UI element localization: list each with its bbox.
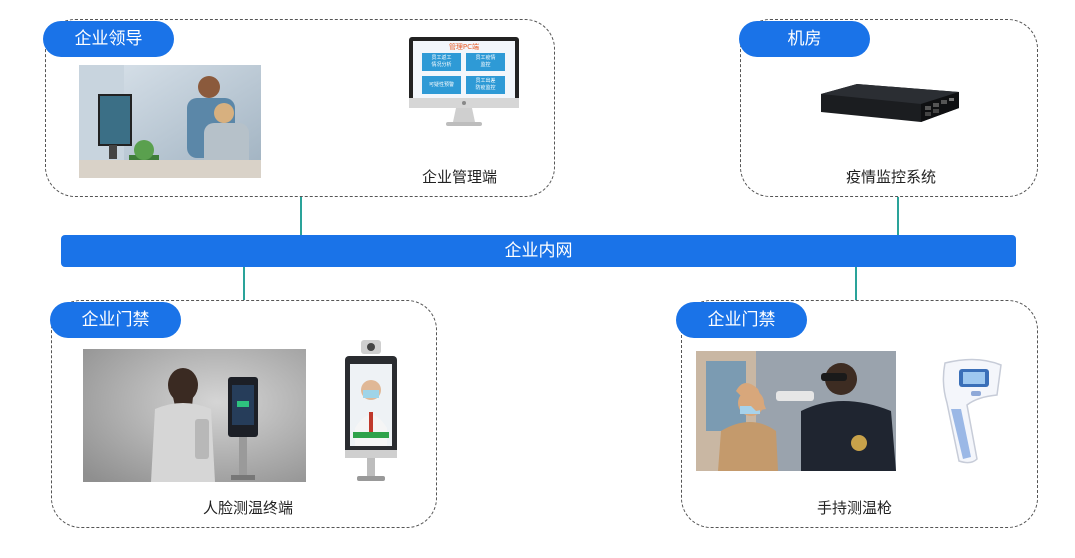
monitor-tile-3: 可疑性预警 [428,82,454,88]
caption-management-client: 企业管理端 [422,168,498,186]
tag-machine-room: 机房 [739,21,870,57]
face-terminal-scene-photo [83,349,306,482]
monitor-tile-1: 员工返工 情况分析 [431,55,452,68]
management-pc-monitor: 管理PC端 员工返工 情况分析 员工疫情 监控 可疑性预警 员工出差 防疫监控 [408,36,520,128]
monitor-tile-4: 员工出差 防疫监控 [475,78,496,91]
server-rack-image [817,82,961,130]
tag-access-right: 企业门禁 [676,302,807,338]
intranet-bar: 企业内网 [61,235,1016,267]
handheld-thermometer-gun [937,353,1007,469]
connector-leadership [300,197,302,235]
monitor-title: 管理PC端 [448,43,480,51]
tag-leadership: 企业领导 [43,21,174,57]
connector-access-left [243,267,245,300]
tag-access-left: 企业门禁 [50,302,181,338]
caption-thermometer-gun: 手持测温枪 [817,499,893,517]
office-meeting-photo [79,65,261,178]
panel-access-left [51,300,437,528]
caption-monitoring-system: 疫情监控系统 [846,168,937,186]
panel-leadership [45,19,555,197]
connector-machine-room [897,197,899,239]
panel-access-right [681,300,1038,528]
caption-face-terminal: 人脸测温终端 [203,499,294,517]
panel-machine-room [740,19,1038,197]
face-temperature-terminal [343,338,399,483]
handheld-measurement-scene-photo [696,351,896,471]
connector-access-right [855,267,857,300]
monitor-tile-2: 员工疫情 监控 [475,55,496,68]
